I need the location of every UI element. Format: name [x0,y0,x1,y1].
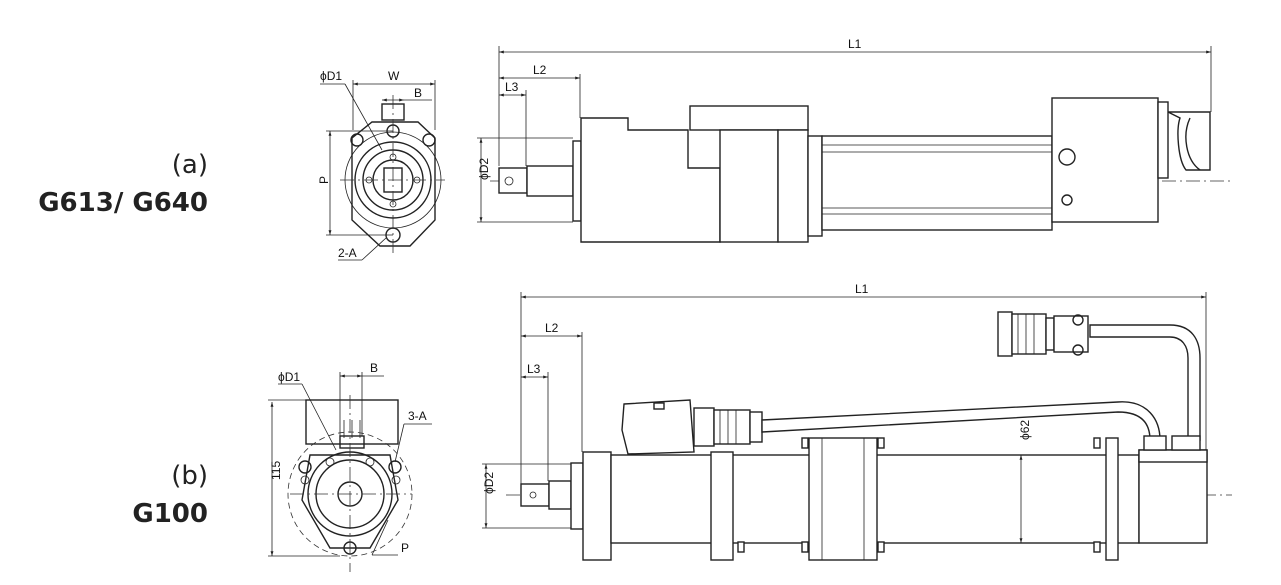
dim-a-W: W [388,69,400,83]
dim-b-D1: ϕD1 [278,370,300,384]
terminal-housing-b [621,399,695,455]
dim-a-B: B [414,86,422,100]
end-view-a: W B ϕD1 P 2-A [317,69,445,261]
dim-a-L1: L1 [848,37,862,51]
dim-b-P: P [401,541,409,555]
dim-b-D2: ϕD2 [482,472,496,494]
flange-b [582,451,612,561]
dim-b-L3: L3 [527,362,541,376]
dim-a-D1: ϕD1 [320,69,342,83]
dim-a-L3: L3 [505,80,519,94]
dim-a-A: 2-A [338,246,357,260]
cable-1-b [761,401,1161,441]
encoder-a [1051,97,1159,223]
dim-b-L1: L1 [855,282,869,296]
end-view-b: 115 B ϕD1 3-A P [268,361,432,572]
dim-b-A: 3-A [408,409,427,423]
dim-b-L2: L2 [545,321,559,335]
dim-a-L2: L2 [533,63,547,77]
dim-b-B: B [370,361,378,375]
motor-body-a [821,135,1053,231]
variant-a-label: (a) G613/ G640 [20,146,208,222]
variant-b-label: (b) G100 [20,457,208,533]
variant-a-model: G613/ G640 [38,188,208,218]
gearbox-a [580,117,721,243]
dim-b-H: 115 [269,461,283,480]
variant-b-model: G100 [132,499,208,529]
dim-a-P: P [317,176,331,184]
variant-a-tag: (a) [171,150,208,180]
variant-b-tag: (b) [171,461,208,491]
dim-b-body-dia: ϕ62 [1018,420,1032,440]
side-view-a: ϕD2 L1 L2 L3 [477,37,1230,243]
flange-a [351,121,436,247]
connector-a [1167,111,1211,171]
connector-b [997,311,1013,357]
side-view-b: ϕD2 L1 L2 L3 ϕ62 [482,282,1232,561]
dim-a-D2: ϕD2 [477,158,491,180]
